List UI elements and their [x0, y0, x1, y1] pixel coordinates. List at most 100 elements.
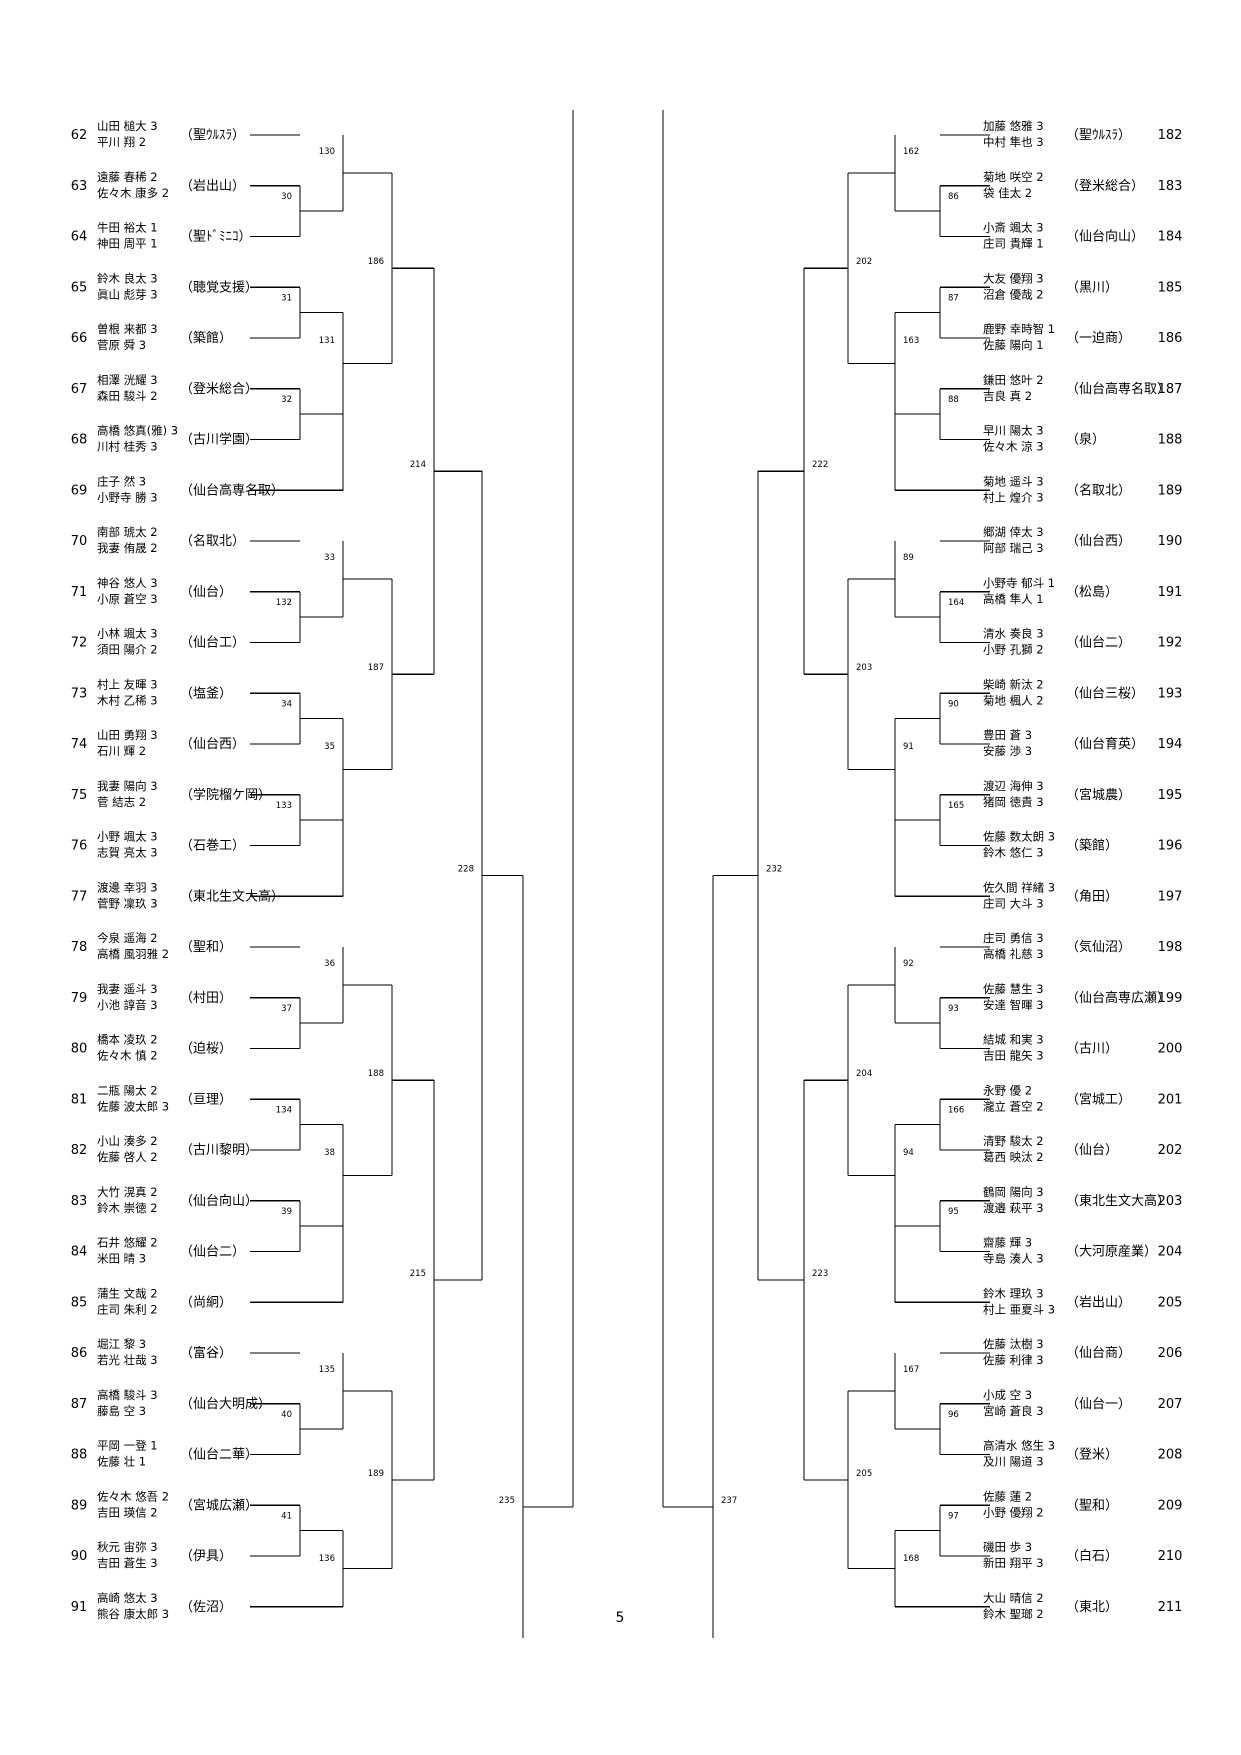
entry-number: 188 [1158, 433, 1183, 448]
entry-number: 74 [71, 737, 88, 752]
school-name: （名取北） [180, 533, 245, 549]
player-name: 木村 乙稀 3 [97, 693, 158, 707]
player-name: 志賀 亮太 3 [97, 846, 158, 860]
school-name: （聴覚支援） [180, 280, 258, 295]
player-name: 曽根 来都 3 [97, 322, 158, 336]
player-name: 小池 諄音 3 [97, 998, 158, 1012]
entry-number: 83 [71, 1194, 88, 1209]
school-name: （仙台西） [180, 737, 245, 752]
match-number: 134 [276, 1106, 292, 1116]
school-name: （聖ﾄﾞﾐﾆｺ） [180, 230, 252, 245]
player-name: 永野 優 2 [983, 1083, 1032, 1097]
entry-number: 73 [71, 686, 88, 701]
entry-number: 193 [1158, 686, 1183, 701]
school-name: （大河原産業） [1066, 1244, 1157, 1260]
entry-number: 84 [71, 1245, 88, 1260]
match-number: 168 [903, 1554, 919, 1564]
player-name: 平川 翔 2 [97, 135, 146, 149]
player-name: 若光 壮哉 3 [97, 1353, 158, 1367]
school-name: （聖和） [180, 940, 232, 955]
player-name: 小原 蒼空 3 [97, 592, 158, 606]
entry-number: 87 [71, 1397, 88, 1412]
entry-number: 185 [1158, 280, 1183, 295]
entry-number: 70 [71, 534, 88, 549]
player-name: 清野 駿太 2 [983, 1134, 1044, 1148]
entry-number: 80 [71, 1042, 88, 1057]
player-name: 菅原 舜 3 [97, 338, 146, 352]
player-name: 庄司 朱利 2 [97, 1302, 158, 1316]
player-name: 渡辺 海伸 3 [983, 779, 1044, 793]
player-name: 山田 勇翔 3 [97, 728, 158, 742]
school-name: （登米） [1066, 1448, 1118, 1463]
entry-number: 183 [1158, 179, 1183, 194]
match-number: 223 [812, 1269, 828, 1279]
player-name: 鶴岡 陽向 3 [983, 1185, 1044, 1199]
player-name: 我妻 陽向 3 [97, 779, 158, 793]
player-name: 大竹 滉真 2 [97, 1185, 158, 1199]
player-name: 高橋 礼慈 3 [983, 947, 1044, 961]
player-name: 菊地 遥斗 3 [983, 474, 1044, 488]
player-name: 石井 悠耀 2 [97, 1236, 158, 1250]
entry-number: 187 [1158, 382, 1183, 397]
player-name: 小野寺 勝 3 [97, 490, 158, 504]
entry-number: 209 [1158, 1498, 1183, 1513]
page-number: 5 [616, 1610, 625, 1626]
match-number: 35 [324, 742, 335, 752]
school-name: （聖ｳﾙｽﾗ） [1066, 128, 1131, 143]
entry-number: 182 [1158, 128, 1183, 143]
player-name: 秋元 宙弥 3 [97, 1540, 158, 1554]
entry-number: 199 [1158, 991, 1183, 1006]
player-name: 阿部 瑞己 3 [983, 541, 1044, 555]
entry-number: 200 [1158, 1042, 1183, 1057]
match-number: 87 [948, 294, 959, 304]
player-name: 石川 輝 2 [97, 744, 146, 758]
entry-number: 63 [71, 179, 88, 194]
school-name: （黒川） [1066, 280, 1118, 295]
player-name: 小成 空 3 [983, 1388, 1032, 1402]
player-name: 須田 陽介 2 [97, 643, 158, 657]
entry-number: 198 [1158, 940, 1183, 955]
entry-number: 65 [71, 280, 88, 295]
player-name: 豊田 蒼 3 [983, 728, 1032, 742]
entry-number: 89 [71, 1498, 88, 1513]
match-number: 38 [324, 1148, 335, 1158]
match-number: 132 [276, 598, 292, 608]
match-number: 30 [281, 192, 292, 202]
player-name: 高橋 風羽雅 2 [97, 947, 169, 961]
entry-number: 204 [1158, 1245, 1183, 1260]
player-name: 佐々木 慎 2 [97, 1049, 158, 1063]
school-name: （仙台育英） [1066, 736, 1144, 752]
player-name: 鈴木 良太 3 [97, 271, 158, 285]
match-number: 135 [319, 1365, 335, 1375]
school-name: （岩出山） [1066, 1295, 1131, 1310]
player-name: 庄子 然 3 [97, 474, 146, 488]
player-name: 熊谷 康太郎 3 [97, 1607, 169, 1621]
player-name: 加藤 悠雅 3 [983, 119, 1044, 133]
match-number: 96 [948, 1410, 959, 1420]
school-name: （宮城農） [1066, 787, 1131, 803]
player-name: 佐藤 壮 1 [97, 1455, 146, 1469]
entry-number: 184 [1158, 230, 1183, 245]
match-number: 93 [948, 1004, 959, 1014]
match-number: 37 [281, 1004, 292, 1014]
match-number: 163 [903, 336, 919, 346]
entry-number: 197 [1158, 889, 1183, 904]
player-name: 及川 陽道 3 [983, 1455, 1044, 1469]
player-name: 小斎 颯太 3 [983, 221, 1044, 235]
player-name: 蒲生 文哉 2 [97, 1286, 158, 1300]
entry-number: 196 [1158, 839, 1183, 854]
entry-number: 86 [71, 1346, 88, 1361]
player-name: 山田 槌大 3 [97, 119, 158, 133]
player-name: 小野 孔獅 2 [983, 643, 1044, 657]
player-name: 結城 和実 3 [983, 1033, 1044, 1047]
player-name: 沼倉 優哉 2 [983, 287, 1044, 301]
school-name: （仙台商） [1066, 1346, 1131, 1361]
player-name: 小林 颯太 3 [97, 627, 158, 641]
player-name: 新田 翔平 3 [983, 1556, 1044, 1570]
school-name: （古川学園） [180, 432, 258, 448]
school-name: （亘理） [180, 1092, 232, 1107]
player-name: 高清水 悠生 3 [983, 1439, 1055, 1453]
match-number: 40 [281, 1410, 292, 1420]
player-name: 磯田 歩 3 [983, 1540, 1032, 1554]
